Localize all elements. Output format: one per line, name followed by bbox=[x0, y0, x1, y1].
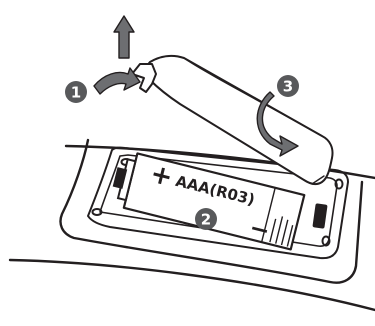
step-callout-1: 1 bbox=[65, 81, 87, 103]
step-number-1: 1 bbox=[71, 84, 81, 102]
step-callout-3: 3 bbox=[277, 75, 299, 97]
step-number-2: 2 bbox=[201, 211, 211, 229]
arrow-up bbox=[114, 16, 134, 58]
arrow-press-latch bbox=[94, 68, 140, 94]
terminal-contact bbox=[312, 203, 327, 228]
step-callout-2: 2 bbox=[195, 208, 217, 230]
step-number-3: 3 bbox=[283, 78, 293, 96]
